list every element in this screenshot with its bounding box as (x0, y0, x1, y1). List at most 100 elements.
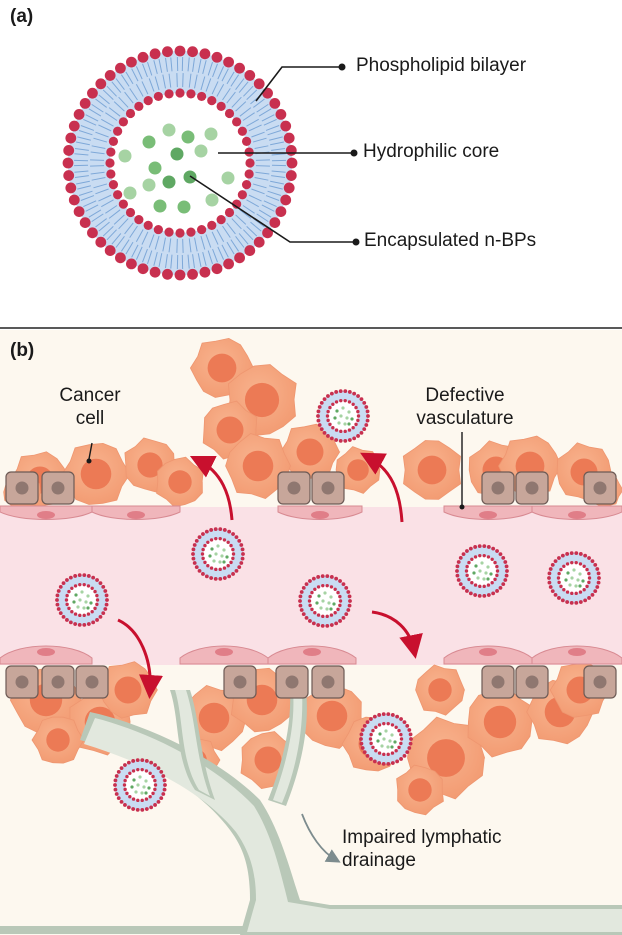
lipid-head (137, 263, 149, 275)
lipid-tail (256, 103, 269, 113)
lipid-head (408, 741, 413, 746)
lipid-head (114, 774, 119, 778)
lipid-head (213, 576, 218, 581)
n-bp-particle (170, 147, 184, 161)
lipid-head (461, 552, 466, 557)
n-bp-particle (78, 598, 82, 602)
lipid-head (365, 720, 370, 725)
n-bp-particle (380, 744, 384, 748)
lipid-tail (108, 209, 121, 219)
lipid-tail (85, 204, 99, 212)
lipid-head (237, 565, 242, 570)
lipid-head (465, 589, 469, 593)
n-bp-particle (329, 595, 333, 599)
lipid-head (187, 46, 198, 58)
lipid-head (213, 527, 218, 532)
endothelial-nucleus (37, 511, 55, 519)
label-hydrophilic-core: Hydrophilic core (363, 141, 500, 162)
n-bp-particle (140, 791, 144, 795)
n-bp-particle (388, 739, 392, 743)
lipid-head (203, 560, 207, 565)
lipid-head (234, 535, 239, 540)
lipid-tail (131, 244, 139, 258)
lipid-tail (142, 248, 148, 263)
lipid-tail (148, 78, 155, 92)
lipid-head (595, 567, 600, 571)
lipid-tail (115, 78, 125, 90)
lipid-head (570, 591, 574, 596)
lipid-head (371, 728, 375, 733)
lipid-tail (88, 209, 102, 218)
arrow-extravasation-1 (189, 455, 234, 521)
outer-leaflet-tails (74, 57, 286, 269)
lipid-head (153, 803, 157, 807)
lipid-head (597, 576, 601, 580)
lipid-tail (194, 74, 198, 89)
panel-a-label: (a) (10, 6, 34, 27)
lipid-head (123, 803, 127, 807)
lipid-head (197, 535, 202, 540)
n-bp-particle (82, 606, 86, 610)
lipid-head (144, 797, 149, 801)
lipid-tail (212, 63, 218, 78)
n-bp-particle (347, 410, 351, 414)
lipid-head (578, 552, 583, 556)
lipid-head (77, 573, 82, 578)
lipid-head (547, 571, 552, 576)
lipid-head (224, 108, 235, 119)
lipid-head (504, 573, 509, 578)
n-bp-particle (564, 578, 568, 582)
lipid-head (151, 774, 155, 779)
lipid-head (244, 147, 254, 157)
lipid-tail (226, 241, 235, 255)
lipid-head (113, 783, 117, 787)
lipid-head (123, 763, 127, 767)
lipid-head (325, 574, 330, 579)
lipid-head (372, 759, 377, 764)
lipid-head (229, 543, 233, 548)
n-bp-particle (317, 594, 321, 598)
lipid-tail (250, 221, 262, 232)
lipid-head (548, 567, 553, 571)
lipid-head (338, 389, 343, 394)
lipid-head (283, 132, 295, 144)
lipid-head (285, 145, 297, 156)
lipid-head (73, 584, 78, 588)
cancer-cell-nucleus (80, 458, 112, 490)
lipid-head (229, 560, 233, 565)
cancer-cell-nucleus (198, 702, 230, 734)
liposome-core (466, 555, 498, 587)
lipid-head (381, 761, 386, 766)
lipid-head (386, 721, 390, 726)
liposome (55, 573, 109, 627)
n-bp-particle (484, 571, 488, 575)
lipid-head (455, 564, 460, 569)
lipid-head (199, 266, 211, 278)
lipid-head (456, 578, 461, 582)
lipid-head (226, 564, 230, 568)
lipid-tail (261, 114, 275, 122)
lipid-head (68, 194, 80, 206)
lipid-head (68, 575, 73, 580)
lipid-head (343, 398, 347, 403)
liposome (359, 712, 413, 766)
lipid-head (135, 758, 140, 763)
lipid-tail (98, 194, 112, 202)
label-vasc-line2: vasculature (416, 408, 514, 429)
n-bp-particle (350, 417, 354, 421)
n-bp-particle (204, 127, 218, 141)
label-cancer-line1: Cancer (59, 385, 121, 406)
lipid-head (465, 564, 469, 569)
lipid-head (214, 536, 218, 541)
lipid-tail (154, 235, 160, 250)
lipid-head (356, 409, 360, 414)
lipid-head (557, 596, 561, 600)
lipid-head (104, 245, 116, 256)
lipid-tail (256, 213, 269, 223)
cancer-cell-nucleus (216, 416, 244, 444)
lipid-head (334, 576, 339, 581)
n-bp-particle (144, 791, 148, 795)
lipid-tail (271, 175, 286, 178)
n-bp-particle (216, 544, 220, 548)
lipid-head (308, 603, 312, 608)
